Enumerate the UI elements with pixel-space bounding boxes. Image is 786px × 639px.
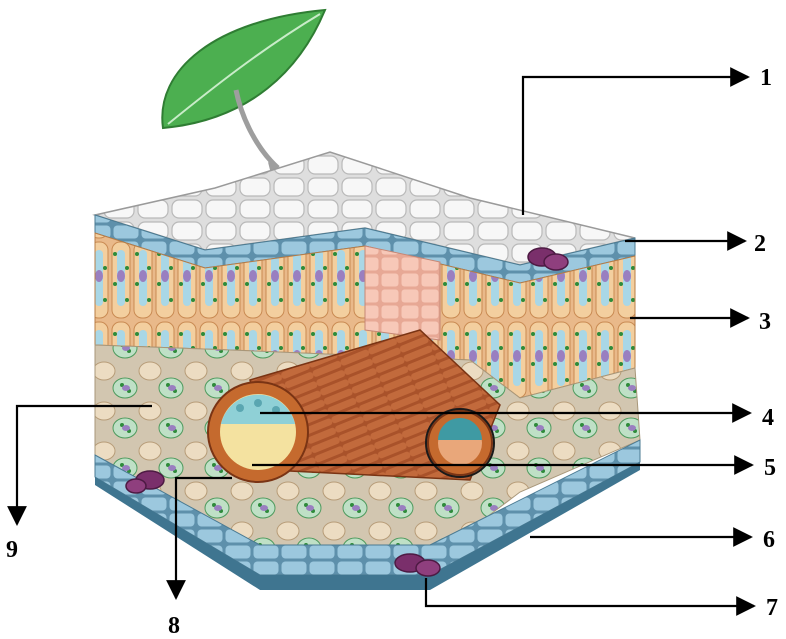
label-5: 5	[764, 456, 776, 480]
palisade-cut-face	[365, 246, 440, 340]
label-2: 2	[754, 232, 766, 256]
leader-line-1	[523, 77, 748, 215]
label-9: 9	[6, 538, 18, 562]
label-7: 7	[766, 596, 778, 620]
leader-line-7	[426, 578, 754, 606]
label-3: 3	[759, 310, 771, 334]
label-6: 6	[763, 528, 775, 552]
label-1: 1	[760, 66, 772, 90]
label-4: 4	[762, 406, 774, 430]
leaf-icon	[162, 10, 325, 178]
label-8: 8	[168, 614, 180, 638]
